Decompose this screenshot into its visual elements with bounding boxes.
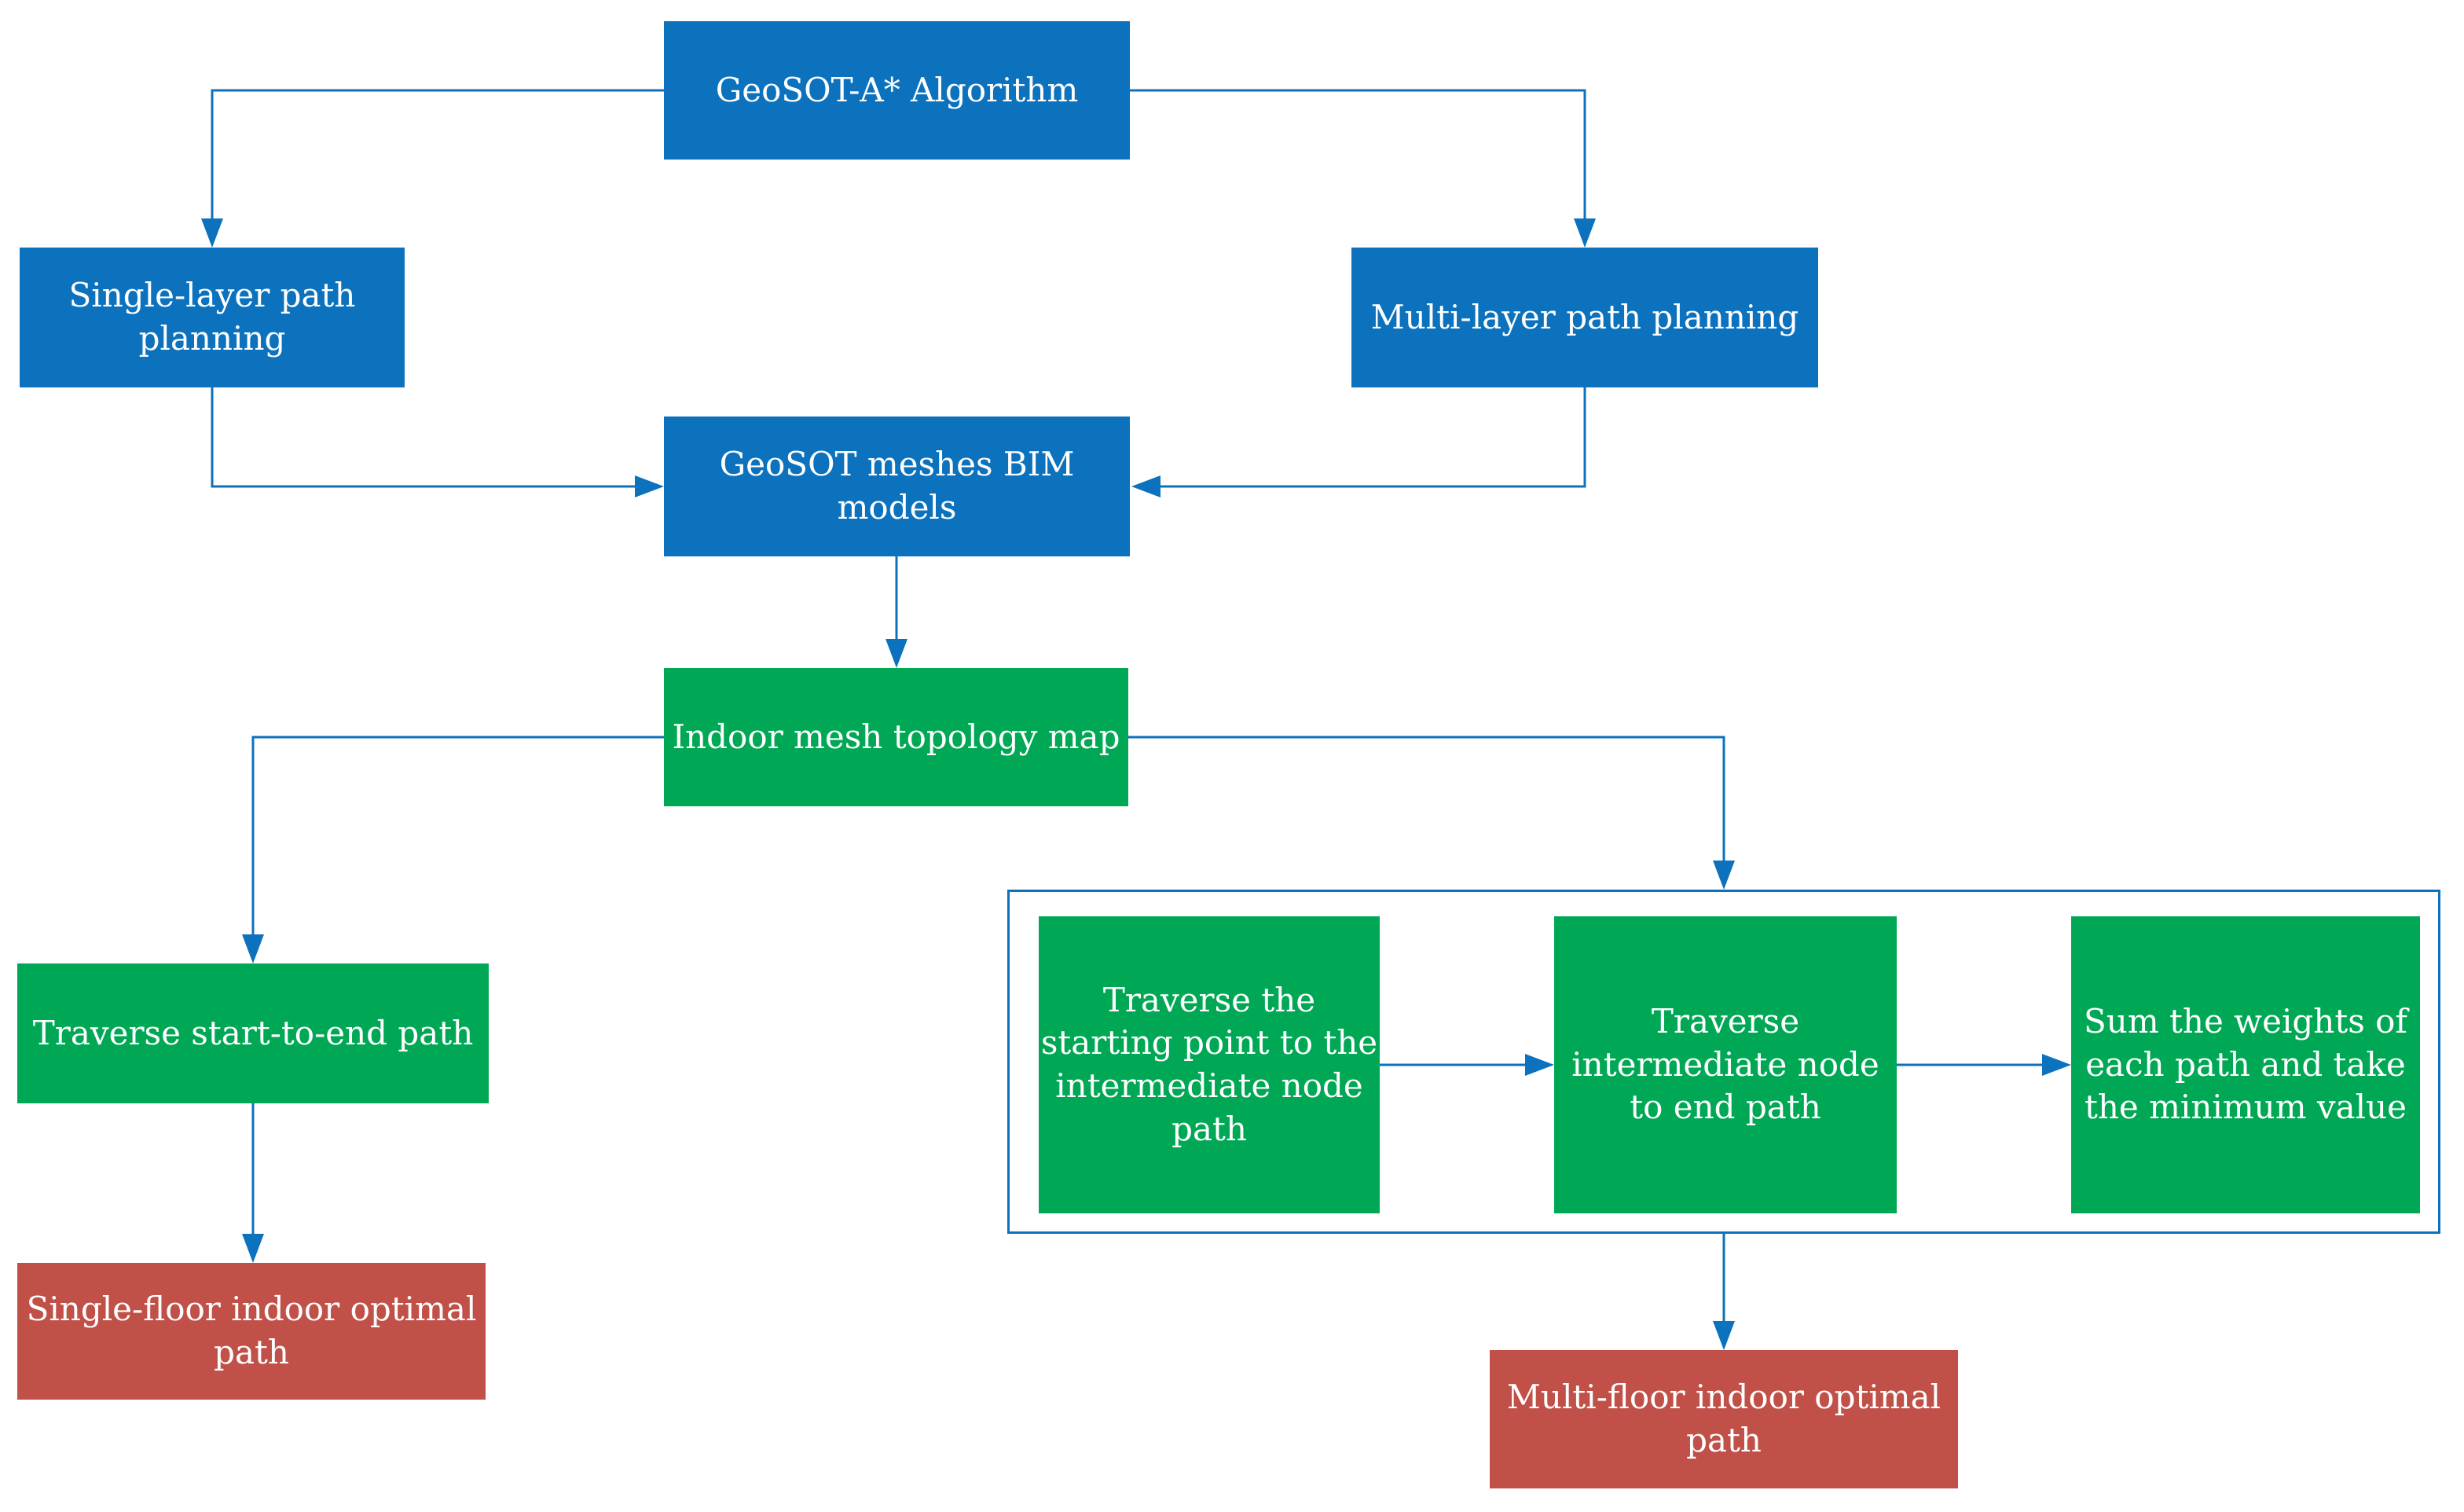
arrowhead-down-icon bbox=[886, 639, 908, 668]
edge-algorithm-to-single-layer bbox=[201, 89, 664, 248]
arrowhead-down-icon bbox=[201, 218, 223, 248]
edge-traverse-start-end-to-single-floor bbox=[242, 1103, 264, 1263]
node-single-layer-path-planning: Single-layer path planning bbox=[20, 248, 405, 387]
arrowhead-down-icon bbox=[242, 1234, 264, 1263]
node-multi-floor-indoor-optimal-path: Multi-floor indoor optimal path bbox=[1490, 1350, 1958, 1488]
node-geosot-meshes-bim-models: GeoSOT meshes BIM models bbox=[664, 417, 1130, 556]
arrowhead-down-icon bbox=[242, 934, 264, 963]
node-traverse-intermediate-node-to-end-path: Traverse intermediate node to end path bbox=[1554, 916, 1897, 1213]
arrowhead-down-icon bbox=[1574, 218, 1596, 248]
arrowhead-right-icon bbox=[635, 475, 664, 497]
edge-bim-models-to-topology-map bbox=[886, 556, 908, 668]
edge-multi-layer-to-bim-models bbox=[1131, 387, 1586, 497]
node-single-floor-indoor-optimal-path: Single-floor indoor optimal path bbox=[17, 1263, 486, 1400]
multi-layer-group-frame bbox=[1007, 890, 2440, 1234]
node-geosot-a-star-algorithm: GeoSOT-A* Algorithm bbox=[664, 21, 1130, 160]
edge-multi-layer-group-to-multi-floor bbox=[1713, 1234, 1735, 1350]
edge-single-layer-to-bim-models bbox=[211, 387, 664, 497]
node-multi-layer-path-planning: Multi-layer path planning bbox=[1351, 248, 1818, 387]
arrowhead-down-icon bbox=[1713, 1321, 1735, 1350]
edge-topology-map-to-multi-layer-group bbox=[1128, 736, 1735, 890]
arrowhead-left-icon bbox=[1131, 475, 1160, 497]
node-indoor-mesh-topology-map: Indoor mesh topology map bbox=[664, 668, 1128, 806]
arrowhead-down-icon bbox=[1713, 861, 1735, 890]
edge-algorithm-to-multi-layer bbox=[1130, 89, 1596, 248]
node-traverse-starting-point-to-intermediate-node-path: Traverse the starting point to the inter… bbox=[1039, 916, 1380, 1213]
node-traverse-start-to-end-path: Traverse start-to-end path bbox=[17, 963, 489, 1103]
node-sum-weights-take-minimum: Sum the weights of each path and take th… bbox=[2071, 916, 2420, 1213]
edge-topology-map-to-traverse-start-end bbox=[242, 736, 664, 963]
